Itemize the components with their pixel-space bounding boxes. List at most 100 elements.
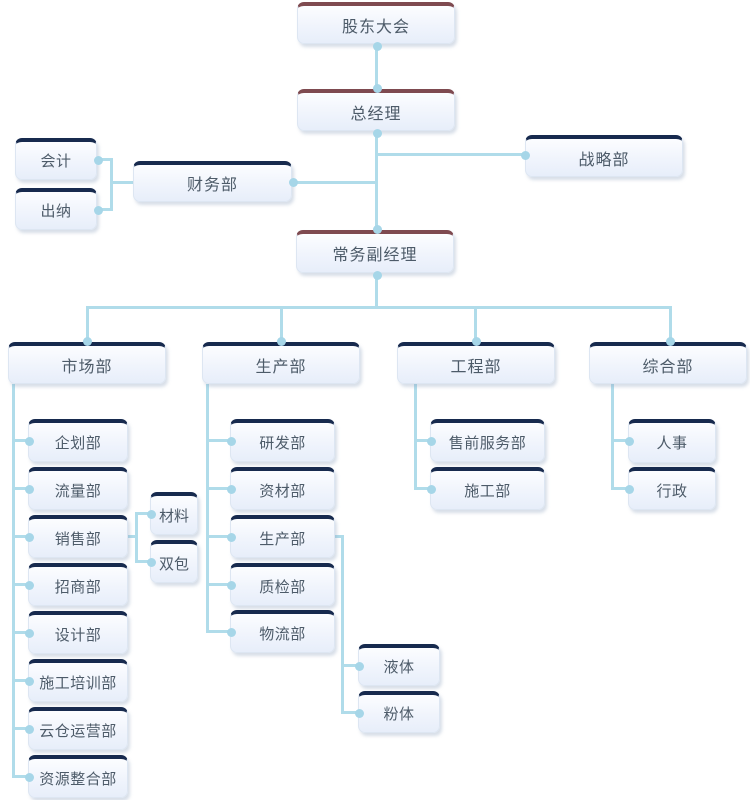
connector-dot [24, 724, 34, 734]
node-accounting[interactable]: 会计 [15, 138, 97, 180]
connector-dot [426, 484, 436, 494]
node-material-supply-dept[interactable]: 资材部 [230, 467, 335, 510]
connector-line [376, 153, 526, 156]
connector-line [292, 181, 377, 184]
node-administration[interactable]: 行政 [628, 467, 716, 510]
node-powder[interactable]: 粉体 [358, 691, 440, 733]
connector-dot [372, 83, 382, 93]
connector-dot [372, 41, 382, 51]
connector-dot [24, 772, 34, 782]
connector-line [206, 630, 231, 633]
node-general-manager[interactable]: 总经理 [297, 89, 455, 131]
node-strategy-dept[interactable]: 战略部 [525, 135, 683, 177]
connector-dot [471, 336, 481, 346]
node-production-sub-dept[interactable]: 生产部 [230, 515, 335, 558]
node-logistics-dept[interactable]: 物流部 [230, 610, 335, 653]
connector-dot [354, 708, 364, 718]
connector-line [669, 306, 672, 342]
connector-line [414, 487, 431, 490]
connector-line [280, 306, 283, 342]
connector-line [110, 181, 133, 184]
connector-line [86, 306, 672, 309]
connector-line [12, 775, 29, 778]
connector-line [375, 273, 378, 308]
connector-dot [226, 532, 236, 542]
node-design-dept[interactable]: 设计部 [28, 611, 128, 654]
node-engineering-dept[interactable]: 工程部 [397, 342, 555, 384]
connector-dot [226, 580, 236, 590]
connector-line [206, 535, 231, 538]
connector-dot [520, 150, 530, 160]
node-finance-dept[interactable]: 财务部 [133, 161, 292, 202]
node-construction-training-dept[interactable]: 施工培训部 [28, 659, 128, 702]
connector-dot [24, 436, 34, 446]
connector-line [611, 439, 629, 442]
node-planning-dept[interactable]: 企划部 [28, 419, 128, 462]
connector-line [12, 384, 15, 778]
node-construction-dept[interactable]: 施工部 [430, 467, 545, 510]
connector-line [12, 583, 29, 586]
connector-dot [288, 177, 298, 187]
node-executive-deputy-manager[interactable]: 常务副经理 [296, 230, 454, 273]
connector-line [128, 535, 137, 538]
connector-dot [276, 336, 286, 346]
connector-dot [354, 661, 364, 671]
connector-dot [372, 270, 382, 280]
node-materials[interactable]: 材料 [150, 492, 198, 535]
connector-line [206, 583, 231, 586]
connector-dot [146, 509, 156, 519]
connector-line [611, 384, 614, 489]
node-production-dept[interactable]: 生产部 [202, 342, 360, 384]
node-hr[interactable]: 人事 [628, 419, 716, 463]
connector-line [135, 560, 151, 563]
connector-line [341, 664, 359, 667]
node-rnd-dept[interactable]: 研发部 [230, 419, 335, 462]
connector-dot [24, 484, 34, 494]
connector-line [135, 512, 151, 515]
connector-dot [24, 676, 34, 686]
connector-line [341, 535, 344, 713]
connector-dot [226, 436, 236, 446]
connector-dot [24, 628, 34, 638]
connector-line [341, 711, 359, 714]
node-cashier[interactable]: 出纳 [15, 188, 97, 230]
node-general-affairs-dept[interactable]: 综合部 [589, 342, 747, 384]
connector-dot [82, 336, 92, 346]
connector-line [414, 384, 417, 489]
node-merchants-dept[interactable]: 招商部 [28, 563, 128, 606]
connector-dot [24, 580, 34, 590]
connector-line [375, 44, 378, 90]
connector-line [335, 535, 344, 538]
connector-line [474, 306, 477, 342]
connector-dot [93, 155, 103, 165]
node-marketing-dept[interactable]: 市场部 [8, 342, 166, 384]
connector-line [206, 487, 231, 490]
node-double-package[interactable]: 双包 [150, 540, 198, 583]
connector-dot [93, 205, 103, 215]
node-sales-dept[interactable]: 销售部 [28, 515, 128, 558]
connector-line [206, 384, 209, 632]
connector-line [206, 439, 231, 442]
connector-line [12, 439, 29, 442]
node-liquid[interactable]: 液体 [358, 644, 440, 686]
connector-dot [665, 336, 675, 346]
connector-dot [624, 484, 634, 494]
connector-line [97, 158, 113, 161]
node-resource-integration-dept[interactable]: 资源整合部 [28, 755, 128, 798]
connector-line [414, 439, 431, 442]
node-presales-service-dept[interactable]: 售前服务部 [430, 419, 545, 462]
connector-line [135, 512, 138, 563]
node-traffic-dept[interactable]: 流量部 [28, 467, 128, 510]
node-shareholders-meeting[interactable]: 股东大会 [297, 2, 455, 44]
connector-line [12, 679, 29, 682]
connector-dot [624, 436, 634, 446]
node-quality-inspection-dept[interactable]: 质检部 [230, 563, 335, 606]
connector-dot [372, 224, 382, 234]
connector-line [611, 487, 629, 490]
connector-line [110, 158, 113, 211]
connector-dot [146, 557, 156, 567]
connector-line [12, 487, 29, 490]
connector-dot [226, 484, 236, 494]
node-cloud-warehouse-ops-dept[interactable]: 云仓运营部 [28, 707, 128, 750]
